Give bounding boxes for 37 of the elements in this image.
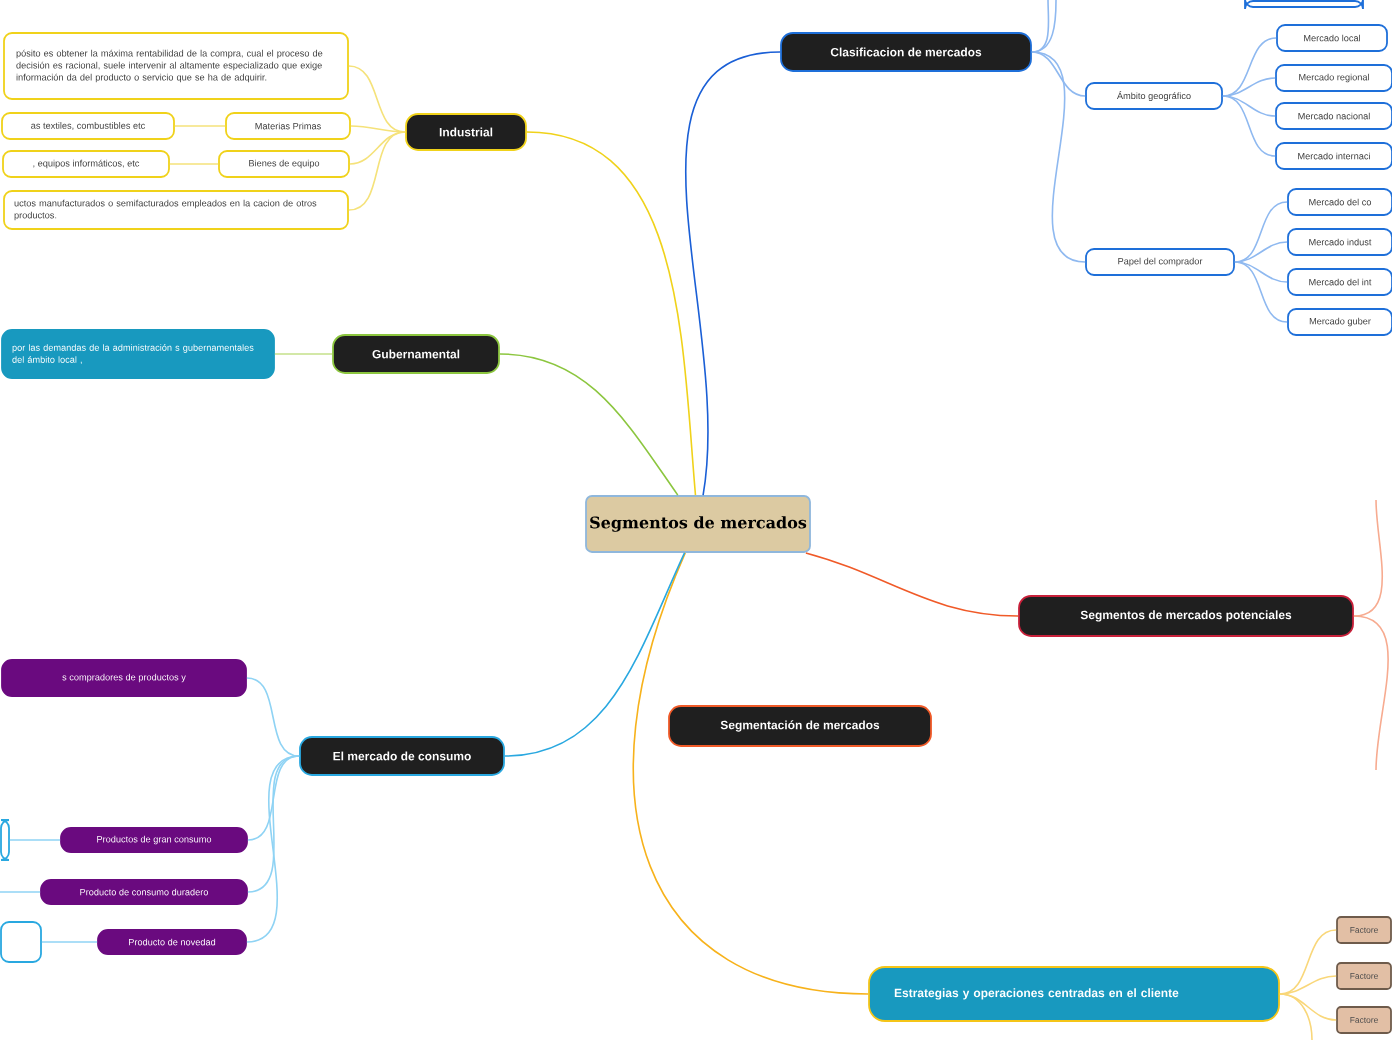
connector (504, 552, 686, 757)
connector (0, 891, 41, 893)
connector (1031, 51, 1086, 263)
connector (1279, 975, 1337, 995)
connector (348, 131, 406, 211)
connector (1279, 993, 1313, 1040)
connector (526, 131, 697, 496)
connector (499, 353, 679, 496)
connector (9, 839, 61, 841)
connector (348, 65, 406, 133)
connector (1234, 241, 1288, 263)
connector (1222, 77, 1276, 97)
connector (1031, 0, 1057, 53)
connector (41, 941, 98, 943)
connector (174, 125, 226, 127)
connector (1279, 929, 1337, 995)
connector (1031, 51, 1086, 97)
connector (1222, 95, 1276, 157)
connector (632, 552, 869, 995)
empty-box (0, 921, 42, 963)
connector (246, 755, 300, 943)
connector (1353, 499, 1384, 617)
connector (349, 131, 406, 165)
connector (684, 51, 781, 496)
connector (1353, 615, 1389, 771)
connector (1222, 37, 1277, 97)
connector (1234, 201, 1288, 263)
central-topic: Segmentos de mercados (585, 495, 811, 553)
connector (169, 163, 219, 165)
connector (805, 552, 1019, 617)
connector (274, 353, 333, 355)
empty-box (0, 819, 10, 861)
connector (246, 677, 300, 757)
connector (247, 755, 300, 841)
connector (350, 125, 406, 133)
empty-box (1244, 0, 1364, 10)
connector (1234, 261, 1288, 323)
